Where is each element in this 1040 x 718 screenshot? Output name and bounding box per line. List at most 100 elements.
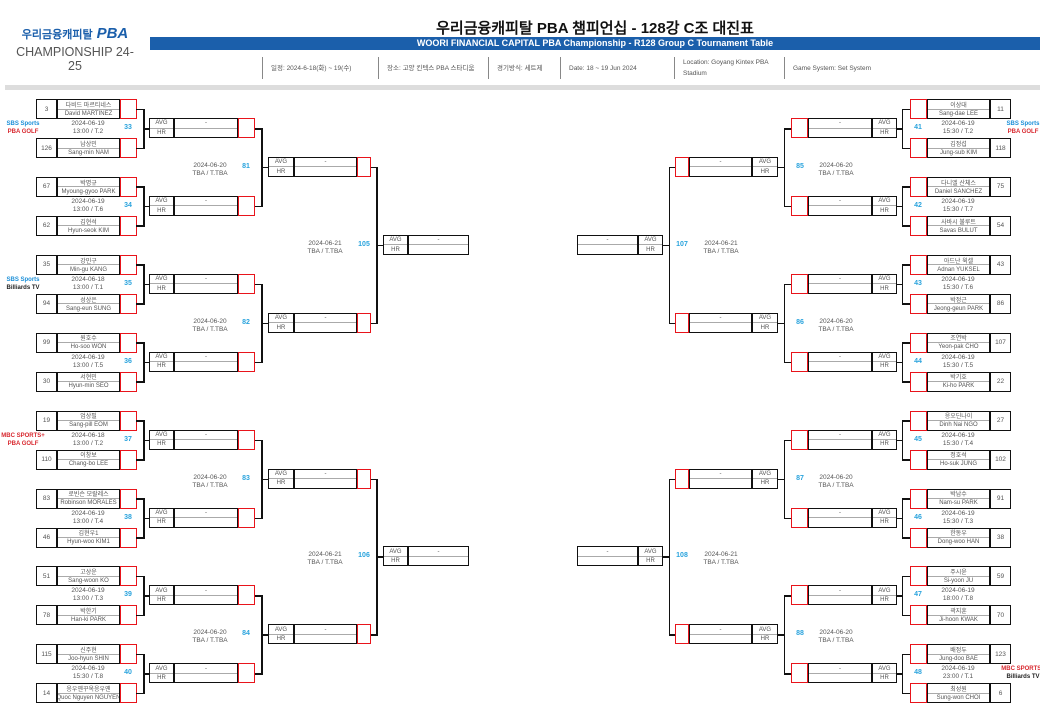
score-box [910,254,927,275]
score-box[interactable] [238,118,255,138]
score-box[interactable] [791,429,808,450]
score-box[interactable] [791,273,808,294]
seed-number: 22 [990,371,1011,392]
connector-line [903,147,910,149]
score-box[interactable] [238,351,255,372]
score-box[interactable] [238,507,255,528]
score-box[interactable] [238,273,255,294]
avg-label: AVG [873,586,896,596]
score-box[interactable] [791,195,808,216]
score-box[interactable] [791,663,808,684]
hr-value [809,518,871,527]
seed-number: 38 [990,527,1011,548]
player-name-kr: 정호석 [928,451,989,461]
hr-label: HR [880,363,889,370]
score-box[interactable] [238,585,255,606]
score-box[interactable] [357,156,371,177]
score-box[interactable] [238,663,255,684]
connector-line [255,128,261,130]
player-name-kr: 김현우1 [58,529,119,538]
score-box[interactable] [357,624,371,645]
avg-label: AVG [384,236,407,246]
score-box[interactable] [238,429,255,450]
score-box[interactable] [357,312,371,333]
score-box[interactable] [675,624,689,645]
match-date: 2024-06-19 [71,509,105,517]
score-box[interactable] [791,351,808,372]
score-box[interactable] [357,468,371,489]
player-name-kr: 박명규 [58,178,119,188]
score-box[interactable] [675,156,689,177]
score-box[interactable] [675,468,689,489]
score-box[interactable] [238,195,255,216]
score-box[interactable] [675,312,689,333]
score-box[interactable] [791,118,808,138]
match-number: 45 [914,435,922,443]
score-box[interactable] [791,507,808,528]
score-box[interactable] [791,585,808,606]
